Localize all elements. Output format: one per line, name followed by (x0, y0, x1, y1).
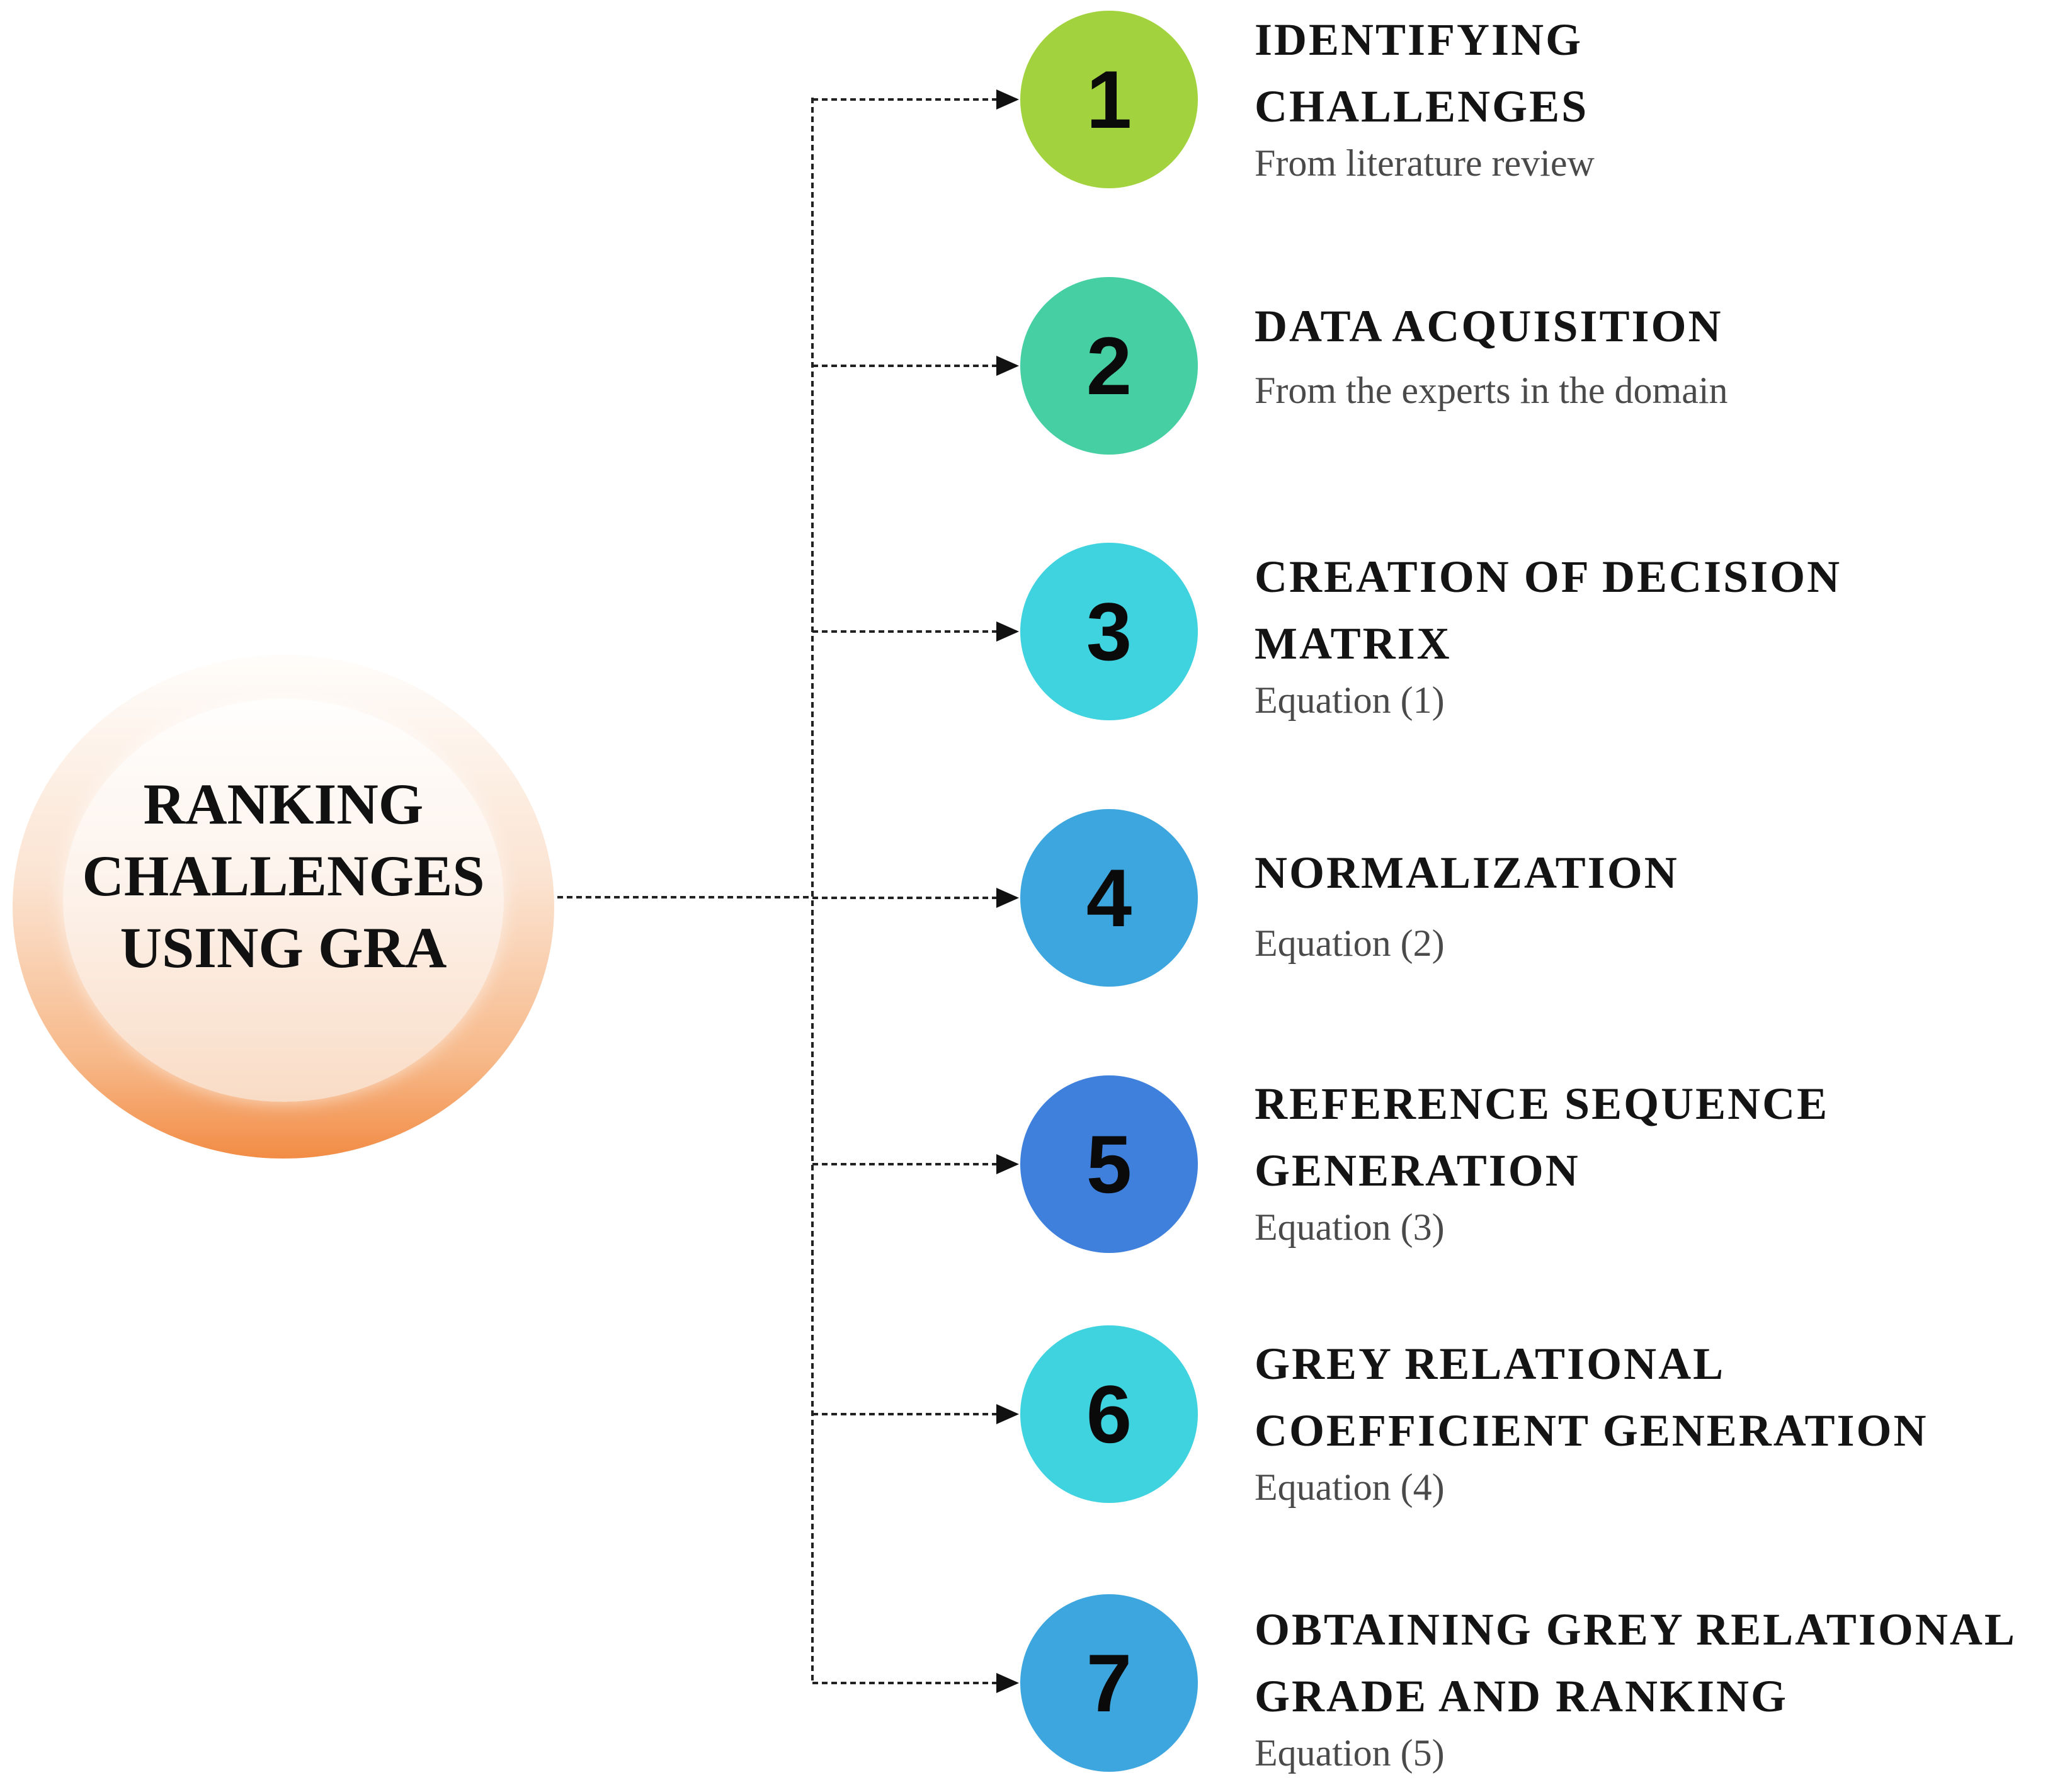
root-node-inner (63, 699, 504, 1102)
step-title-line: OBTAINING GREY RELATIONAL (1255, 1604, 2017, 1655)
step-title-line: COEFFICIENT GENERATION (1255, 1405, 1928, 1456)
step-title: CREATION OF DECISION MATRIX (1255, 543, 2067, 677)
step-subtitle: Equation (5) (1255, 1732, 1445, 1774)
step-3-circle: 3 (1020, 543, 1198, 720)
step-number: 7 (1086, 1637, 1132, 1729)
step-1-text: IDENTIFYING CHALLENGES From literature r… (1255, 6, 2067, 186)
step-subtitle: Equation (2) (1255, 922, 1445, 964)
step-title-line: NORMALIZATION (1255, 847, 1679, 898)
step-5-text: REFERENCE SEQUENCE GENERATION Equation (… (1255, 1070, 2067, 1250)
step-number: 2 (1086, 320, 1132, 412)
step-title: OBTAINING GREY RELATIONAL GRADE AND RANK… (1255, 1596, 2067, 1730)
root-label-line: CHALLENGES (82, 844, 485, 908)
step-subtitle: From literature review (1255, 142, 1595, 184)
step-title: IDENTIFYING CHALLENGES (1255, 6, 2067, 140)
step-7-circle: 7 (1020, 1594, 1198, 1772)
step-subtitle: Equation (4) (1255, 1466, 1445, 1508)
step-title: REFERENCE SEQUENCE GENERATION (1255, 1070, 2067, 1204)
step-title-line: CHALLENGES (1255, 81, 1589, 132)
step-subtitle: Equation (3) (1255, 1206, 1445, 1248)
step-title-line: GRADE AND RANKING (1255, 1671, 1789, 1721)
step-2-circle: 2 (1020, 277, 1198, 455)
step-subtitle: Equation (1) (1255, 679, 1445, 721)
step-5-circle: 5 (1020, 1075, 1198, 1253)
step-number: 6 (1086, 1368, 1132, 1460)
step-4-text: NORMALIZATION Equation (2) (1255, 839, 2067, 966)
step-title-line: REFERENCE SEQUENCE (1255, 1079, 1830, 1129)
step-number: 3 (1086, 586, 1132, 677)
step-title: NORMALIZATION (1255, 839, 2067, 906)
step-number: 1 (1086, 54, 1132, 145)
step-3-text: CREATION OF DECISION MATRIX Equation (1) (1255, 543, 2067, 723)
step-title: DATA ACQUISITION (1255, 293, 2067, 360)
step-title-line: GREY RELATIONAL (1255, 1339, 1726, 1389)
step-title-line: GENERATION (1255, 1145, 1580, 1196)
step-6-text: GREY RELATIONAL COEFFICIENT GENERATION E… (1255, 1330, 2067, 1510)
step-2-text: DATA ACQUISITION From the experts in the… (1255, 293, 2067, 414)
step-title-line: DATA ACQUISITION (1255, 301, 1723, 351)
step-4-circle: 4 (1020, 809, 1198, 987)
step-number: 4 (1086, 852, 1132, 944)
step-7-text: OBTAINING GREY RELATIONAL GRADE AND RANK… (1255, 1596, 2067, 1776)
step-subtitle: From the experts in the domain (1255, 370, 1728, 411)
root-node: RANKING CHALLENGES USING GRA (13, 655, 554, 1159)
step-6-circle: 6 (1020, 1325, 1198, 1503)
step-title: GREY RELATIONAL COEFFICIENT GENERATION (1255, 1330, 2067, 1464)
step-title-line: IDENTIFYING (1255, 14, 1583, 65)
step-number: 5 (1086, 1118, 1132, 1210)
root-label-line: RANKING (143, 772, 424, 836)
root-label: RANKING CHALLENGES USING GRA (13, 768, 554, 983)
step-title-line: CREATION OF DECISION (1255, 552, 1842, 602)
root-label-line: USING GRA (120, 915, 447, 980)
step-1-circle: 1 (1020, 11, 1198, 188)
step-title-line: MATRIX (1255, 618, 1452, 669)
